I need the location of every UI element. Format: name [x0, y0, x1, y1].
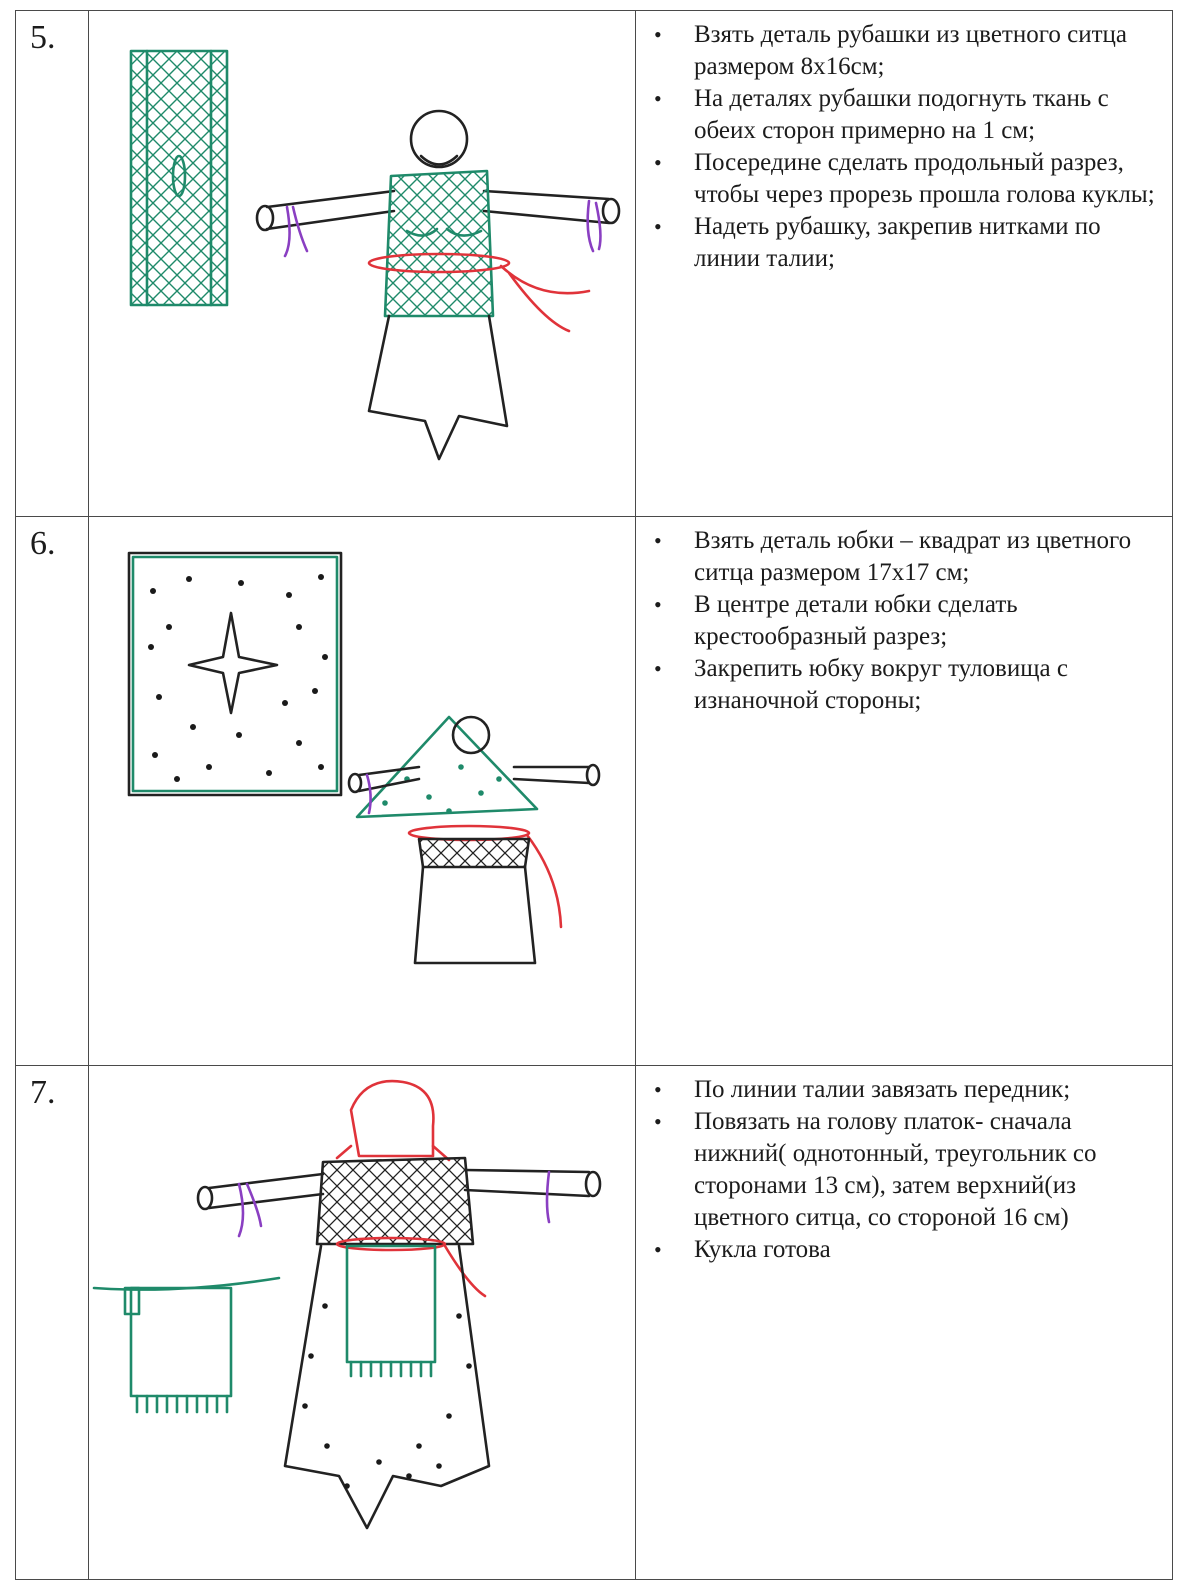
instruction-list: Взять деталь рубашки из цветного ситца р…: [636, 11, 1172, 275]
finished-doll: [198, 1081, 600, 1528]
step-instructions-cell: Взять деталь юбки – квадрат из цветного …: [636, 517, 1173, 1066]
step-illustration-cell: [89, 1066, 636, 1580]
doll-in-shirt: [257, 111, 619, 459]
step-number-cell: 7.: [16, 1066, 89, 1580]
step-illustration-cell: [89, 517, 636, 1066]
step-number-cell: 5.: [16, 11, 89, 517]
step-illustration-cell: [89, 11, 636, 517]
step-row: 6.: [16, 517, 1173, 1066]
instruction-list: Взять деталь юбки – квадрат из цветного …: [636, 517, 1172, 717]
step-number: 6.: [16, 517, 88, 563]
step-instructions-cell: По линии талии завязать передник; Повяза…: [636, 1066, 1173, 1580]
apron-illustration: [89, 1066, 635, 1578]
instruction-item: На деталях рубашки подогнуть ткань с обе…: [694, 83, 1160, 147]
step-number: 7.: [16, 1066, 88, 1112]
apron-fabric-piece: [94, 1278, 279, 1412]
instruction-item: Кукла готова: [694, 1234, 1160, 1266]
step-number: 5.: [16, 11, 88, 57]
step-number-cell: 6.: [16, 517, 89, 1066]
instruction-item: Надеть рубашку, закрепив нитками по лини…: [694, 211, 1160, 275]
instruction-item: По линии талии завязать передник;: [694, 1074, 1160, 1106]
instruction-item: Закрепить юбку вокруг туловища с изнаноч…: [694, 653, 1160, 717]
instruction-item: Посередине сделать продольный разрез, чт…: [694, 147, 1160, 211]
step-row: 5.: [16, 11, 1173, 517]
instruction-item: Повязать на голову платок- сначала нижни…: [694, 1106, 1160, 1234]
doll-with-skirt: [349, 717, 599, 963]
shirt-illustration: [89, 11, 635, 515]
step-instructions-cell: Взять деталь рубашки из цветного ситца р…: [636, 11, 1173, 517]
instruction-item: Взять деталь рубашки из цветного ситца р…: [694, 19, 1160, 83]
step-row: 7.: [16, 1066, 1173, 1580]
skirt-illustration: [89, 517, 635, 1064]
instruction-item: Взять деталь юбки – квадрат из цветного …: [694, 525, 1160, 589]
steps-table: 5.: [15, 10, 1173, 1580]
instruction-list: По линии талии завязать передник; Повяза…: [636, 1066, 1172, 1266]
shirt-fabric-piece: [131, 51, 227, 305]
skirt-fabric-piece: [129, 553, 341, 795]
instruction-item: В центре детали юбки сделать крестообраз…: [694, 589, 1160, 653]
